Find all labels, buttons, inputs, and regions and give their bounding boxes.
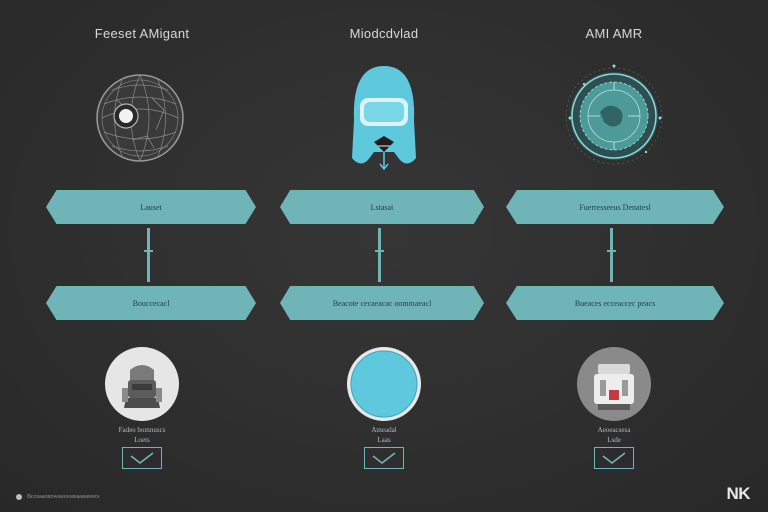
caption-line1: Ameadal xyxy=(371,426,397,434)
connector xyxy=(610,228,613,282)
hooded-figure-icon xyxy=(334,60,434,171)
connector xyxy=(147,228,150,282)
blue-circle-icon xyxy=(346,346,422,422)
checkmark-icon xyxy=(130,452,154,465)
circuit-orb-icon xyxy=(564,60,664,170)
machine-icon xyxy=(576,346,652,422)
caption-line2: Laas xyxy=(377,436,391,444)
check-box xyxy=(122,447,162,469)
caption-line2: Lsde xyxy=(607,436,621,444)
banner-top: Fuerresseeus Denatesl xyxy=(506,190,724,224)
footer-note: Bcceaaonowssoooeeaasseeecs xyxy=(16,494,100,500)
brand-logo: NK xyxy=(726,484,750,503)
column-title: Feeset AMigant xyxy=(94,26,190,41)
caption-line2: Loets xyxy=(134,436,150,444)
banner-top: Lauset xyxy=(46,190,256,224)
globe-mesh-icon xyxy=(92,60,192,170)
column-feeset: Feeset AMigant Lauset Bouccecacl xyxy=(14,0,270,512)
connector xyxy=(378,228,381,282)
caption-line1: Fadeo bomnuscs xyxy=(118,426,166,434)
banner-bottom: Beacote cecaeacac oommaeacl xyxy=(280,286,484,320)
banner-top: Lstasat xyxy=(280,190,484,224)
check-box xyxy=(594,447,634,469)
checkmark-icon xyxy=(602,452,626,465)
connector-tick xyxy=(144,250,153,252)
connector-tick xyxy=(607,250,616,252)
caption-line1: Aeoeacsesa xyxy=(597,426,631,434)
column-title: Miodcdvlad xyxy=(349,26,419,41)
checkmark-icon xyxy=(372,452,396,465)
connector-tick xyxy=(375,250,384,252)
footer-text: Bcceaaonowssoooeeaasseeecs xyxy=(27,494,100,500)
banner-bottom: Bueaces ecceaccec peacs xyxy=(506,286,724,320)
column-miodcdvlad: Miodcdvlad Lstasat Beacote cecaeacac oom… xyxy=(256,0,512,512)
banner-bottom: Bouccecacl xyxy=(46,286,256,320)
bullet-icon xyxy=(16,494,22,500)
column-ami-amr: AMI AMR Fuerresseeus Denatesl Bueaces ec… xyxy=(486,0,742,512)
check-box xyxy=(364,447,404,469)
column-title: AMI AMR xyxy=(585,26,643,41)
robot-head-icon xyxy=(104,346,180,422)
